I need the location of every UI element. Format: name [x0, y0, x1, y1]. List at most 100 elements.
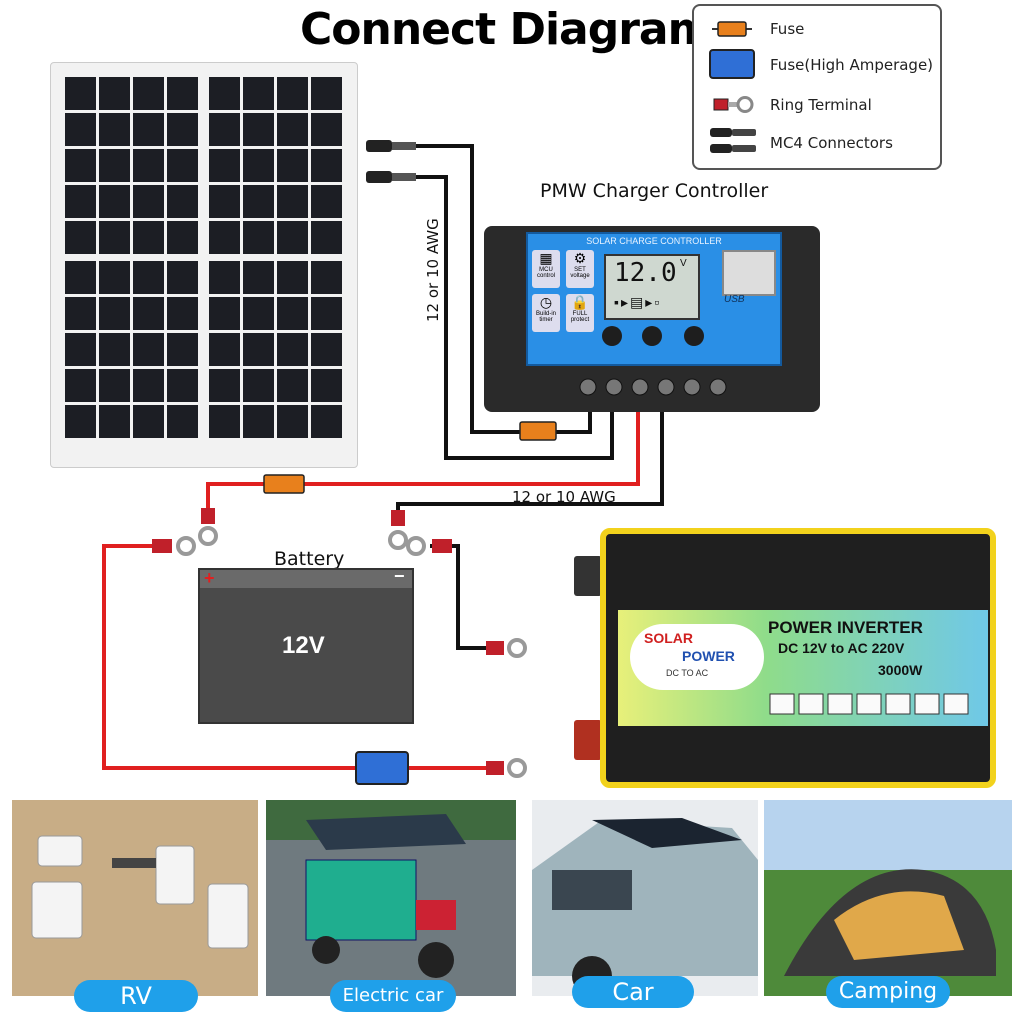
fuse-icon — [263, 474, 305, 494]
solar-cell — [65, 113, 96, 146]
solar-cell — [311, 113, 342, 146]
solar-cell — [243, 405, 274, 438]
power-inverter: SOLAR POWER DC TO AC POWER INVERTER DC 1… — [600, 528, 996, 788]
ring-terminal-icon — [198, 508, 218, 546]
solar-panel — [50, 62, 358, 468]
solar-cell — [277, 405, 308, 438]
mcu-key: ▦MCU control — [532, 250, 560, 288]
inverter-wire-negative — [430, 544, 490, 650]
brand-line-1: SOLAR — [644, 630, 693, 646]
solar-cell — [243, 369, 274, 402]
label-electric-car: Electric car — [330, 980, 456, 1012]
solar-cell — [65, 297, 96, 330]
appliance-icon — [798, 693, 824, 715]
terminal-screw — [631, 378, 649, 396]
solar-cell — [277, 185, 308, 218]
solar-cell — [133, 77, 164, 110]
timer-key: ◷Build-in timer — [532, 294, 560, 332]
lcd-status-icon: ▪▸▤▸▫ — [614, 294, 662, 310]
solar-cell — [311, 405, 342, 438]
solar-cell — [209, 297, 240, 330]
solar-cell — [311, 185, 342, 218]
lcd-reading: 12.0 — [614, 258, 677, 288]
solar-cell — [167, 185, 198, 218]
solar-cell — [277, 297, 308, 330]
solar-cell — [311, 261, 342, 294]
solar-cell — [65, 261, 96, 294]
page-title: Connect Diagram — [300, 4, 713, 55]
lcd-unit: V — [680, 258, 687, 269]
terminal-block — [574, 376, 734, 398]
high-amperage-fuse-icon — [355, 751, 409, 785]
appliance-icon — [769, 693, 795, 715]
terminal-screw — [709, 378, 727, 396]
controller-label: PMW Charger Controller — [540, 180, 769, 202]
terminal-screw — [579, 378, 597, 396]
charge-controller: SOLAR CHARGE CONTROLLER ▦MCU control ⚙SE… — [484, 226, 820, 412]
fuse-icon — [712, 21, 752, 37]
ring-terminal-icon — [486, 638, 527, 658]
legend-item-mc4: MC4 Connectors — [694, 128, 940, 158]
inverter-title: POWER INVERTER — [768, 618, 923, 637]
solar-cell — [133, 405, 164, 438]
set-key: ⚙SET voltage — [566, 250, 594, 288]
wire-gauge-label-vertical: 12 or 10 AWG — [424, 218, 442, 322]
solar-cell — [99, 149, 130, 182]
legend-item-high-amperage-fuse: Fuse(High Amperage) — [694, 49, 940, 80]
inverter-brand-badge: SOLAR POWER DC TO AC — [630, 624, 764, 690]
legend-label: Ring Terminal — [770, 96, 872, 114]
solar-cell — [99, 333, 130, 366]
appliance-icon — [914, 693, 940, 715]
up-button[interactable] — [642, 326, 662, 346]
solar-cell — [167, 261, 198, 294]
solar-cell — [133, 333, 164, 366]
solar-cell — [133, 185, 164, 218]
inverter-appliance-icons — [768, 692, 978, 716]
solar-cell — [209, 185, 240, 218]
lcd-display: 12.0 V ▪▸▤▸▫ — [604, 254, 700, 320]
photo-rv — [12, 800, 258, 996]
photo-electric-car — [266, 800, 516, 996]
gear-icon: ⚙ — [573, 250, 587, 266]
label-car: Car — [572, 976, 694, 1008]
legend: Fuse Fuse(High Amperage) Ring Terminal M… — [692, 4, 942, 170]
photo-car — [532, 800, 758, 996]
label-camping: Camping — [826, 976, 950, 1008]
legend-item-fuse: Fuse — [694, 14, 940, 44]
solar-cell — [209, 405, 240, 438]
appliance-icon-row — [769, 693, 969, 715]
solar-cell — [243, 77, 274, 110]
solar-cell — [243, 113, 274, 146]
ring-terminal-icon — [388, 510, 408, 550]
solar-cell — [99, 185, 130, 218]
appliance-icon — [943, 693, 969, 715]
solar-cell — [311, 297, 342, 330]
inverter-terminal — [574, 720, 602, 760]
solar-cell — [209, 369, 240, 402]
solar-cell — [167, 77, 198, 110]
down-button[interactable] — [684, 326, 704, 346]
menu-button[interactable] — [602, 326, 622, 346]
solar-cell — [133, 369, 164, 402]
solar-cell — [243, 297, 274, 330]
solar-cell — [277, 77, 308, 110]
solar-cell — [167, 149, 198, 182]
solar-cell — [133, 149, 164, 182]
solar-cell — [65, 77, 96, 110]
controller-panel-title: SOLAR CHARGE CONTROLLER — [586, 236, 722, 246]
wiring-diagram — [102, 140, 664, 785]
solar-cell — [65, 405, 96, 438]
legend-item-ring-terminal: Ring Terminal — [694, 90, 940, 120]
solar-cell — [99, 113, 130, 146]
protect-key: 🔒FULL protect — [566, 294, 594, 332]
legend-label: MC4 Connectors — [770, 134, 893, 152]
battery-label: Battery — [274, 548, 345, 570]
solar-cell — [277, 333, 308, 366]
chip-icon: ▦ — [539, 250, 553, 266]
clock-icon: ◷ — [539, 294, 553, 310]
controller-face: SOLAR CHARGE CONTROLLER ▦MCU control ⚙SE… — [526, 232, 782, 366]
wire-gauge-label-horizontal: 12 or 10 AWG — [512, 488, 616, 506]
battery: + − 12V — [198, 566, 414, 724]
solar-cell — [243, 221, 274, 254]
usb-port — [722, 250, 776, 296]
